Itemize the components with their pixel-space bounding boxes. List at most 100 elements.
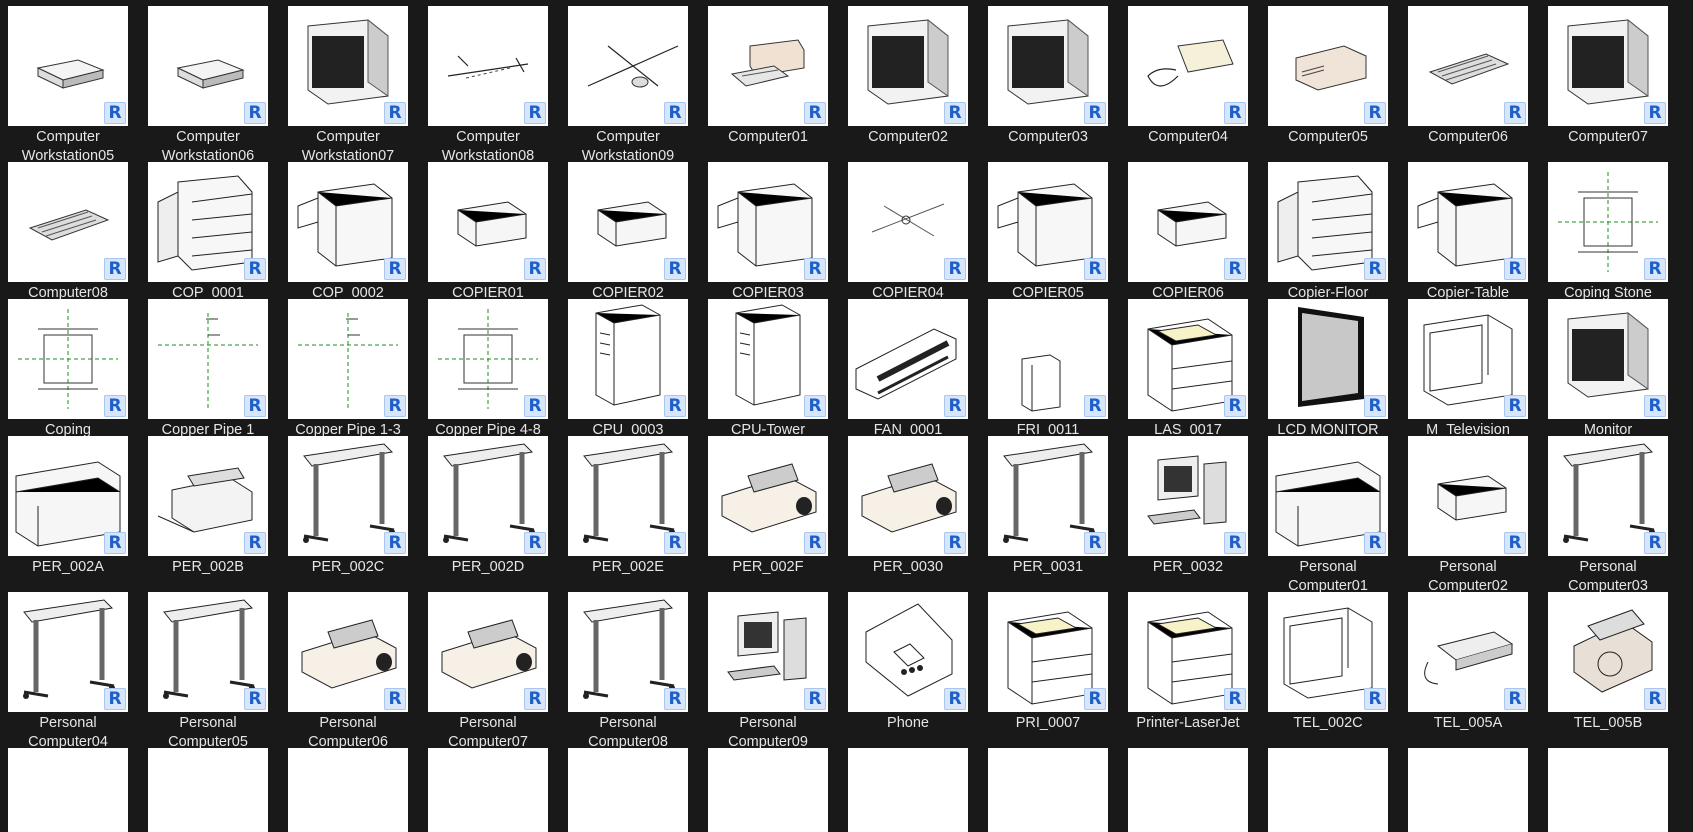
family-thumbnail-tile[interactable]	[838, 748, 978, 832]
thumbnail-image[interactable]: R	[568, 162, 688, 282]
thumbnail-image[interactable]: R	[988, 436, 1108, 556]
thumbnail-image[interactable]	[568, 748, 688, 832]
thumbnail-image[interactable]: R	[1268, 436, 1388, 556]
thumbnail-image[interactable]: R	[1548, 299, 1668, 419]
thumbnail-image[interactable]: R	[8, 299, 128, 419]
thumbnail-image[interactable]: R	[708, 592, 828, 712]
family-thumbnail-tile[interactable]	[978, 748, 1118, 832]
thumbnail-image[interactable]: R	[148, 6, 268, 126]
family-thumbnail-tile[interactable]	[1398, 748, 1538, 832]
family-thumbnail-tile[interactable]	[418, 748, 558, 832]
thumbnail-image[interactable]: R	[848, 299, 968, 419]
family-thumbnail-tile[interactable]	[278, 748, 418, 832]
thumbnail-image[interactable]: R	[288, 162, 408, 282]
thumbnail-image[interactable]	[8, 748, 128, 832]
thumbnail-image[interactable]	[1268, 748, 1388, 832]
thumbnail-image[interactable]: R	[848, 162, 968, 282]
thumbnail-image[interactable]: R	[1548, 162, 1668, 282]
thumbnail-image[interactable]: R	[8, 162, 128, 282]
thumbnail-image[interactable]: R	[708, 299, 828, 419]
thumbnail-image[interactable]: R	[1128, 299, 1248, 419]
thumbnail-image[interactable]: R	[1128, 162, 1248, 282]
thumbnail-image[interactable]: R	[988, 6, 1108, 126]
thumbnail-image[interactable]	[288, 748, 408, 832]
thumbnail-image[interactable]: R	[8, 6, 128, 126]
thumbnail-image[interactable]: R	[8, 436, 128, 556]
thumbnail-image[interactable]: R	[1268, 299, 1388, 419]
thumbnail-image[interactable]: R	[848, 436, 968, 556]
family-thumbnail-tile[interactable]	[138, 748, 278, 832]
thumbnail-image[interactable]	[988, 748, 1108, 832]
thumbnail-image[interactable]: R	[1128, 436, 1248, 556]
thumbnail-image[interactable]: R	[288, 436, 408, 556]
thumbnail-image[interactable]: R	[848, 592, 968, 712]
thumbnail-image[interactable]: R	[1548, 6, 1668, 126]
thumbnail-image[interactable]: R	[988, 162, 1108, 282]
thumbnail-image[interactable]: R	[988, 592, 1108, 712]
thumbnail-image[interactable]: R	[428, 592, 548, 712]
thumbnail-image[interactable]: R	[1128, 6, 1248, 126]
thumbnail-image[interactable]: R	[428, 299, 548, 419]
thumbnail-image[interactable]: R	[1268, 6, 1388, 126]
thumbnail-image[interactable]: R	[1268, 592, 1388, 712]
thumbnail-image[interactable]: R	[1408, 592, 1528, 712]
family-thumbnail-tile[interactable]	[1258, 748, 1398, 832]
thumbnail-image[interactable]: R	[428, 436, 548, 556]
thumbnail-image[interactable]: R	[568, 592, 688, 712]
thumbnail-image[interactable]: R	[568, 299, 688, 419]
thumbnail-image[interactable]: R	[1548, 436, 1668, 556]
thumbnail-image[interactable]: R	[148, 299, 268, 419]
thumbnail-image[interactable]: R	[1268, 162, 1388, 282]
thumbnail-image[interactable]: R	[148, 436, 268, 556]
thumbnail-image[interactable]: R	[288, 6, 408, 126]
thumbnail-image[interactable]: R	[708, 436, 828, 556]
thumbnail-image[interactable]: R	[148, 592, 268, 712]
thumbnail-image[interactable]: R	[988, 299, 1108, 419]
thumbnail-image[interactable]: R	[708, 6, 828, 126]
thumbnail-image[interactable]	[1408, 748, 1528, 832]
